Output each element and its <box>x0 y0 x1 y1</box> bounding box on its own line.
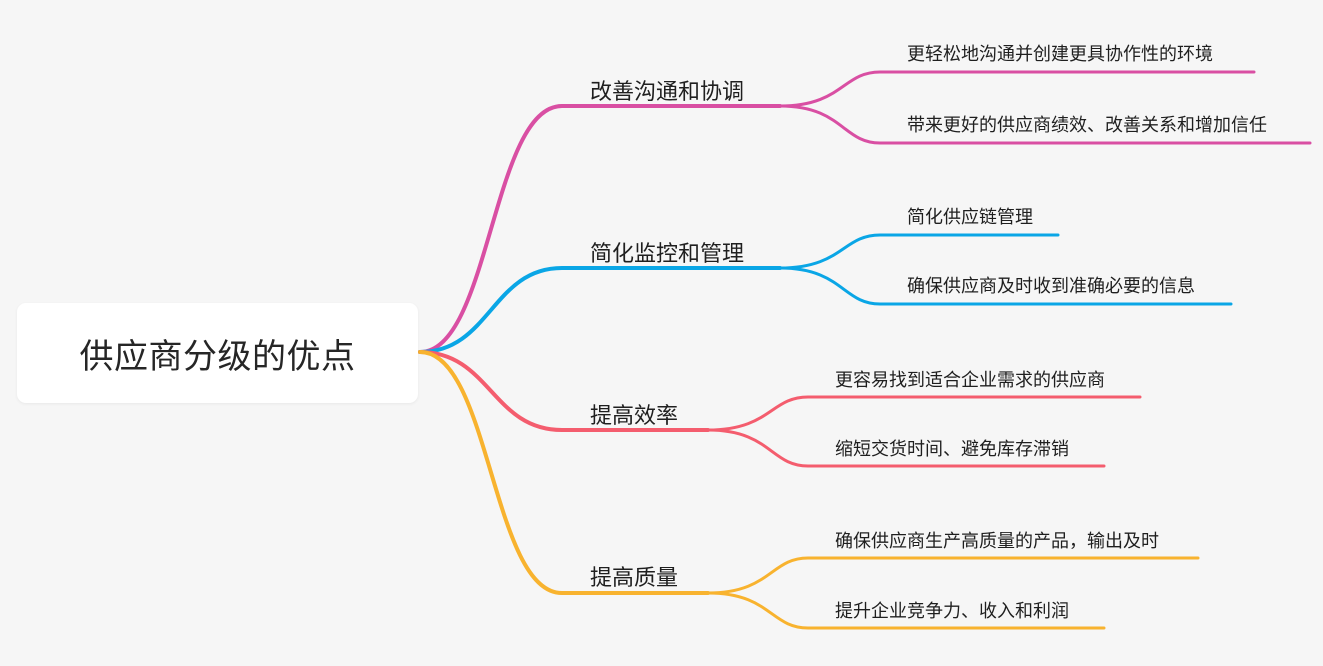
leaf-connector <box>778 266 1233 306</box>
leaf-node-label[interactable]: 带来更好的供应商绩效、改善关系和增加信任 <box>907 115 1267 136</box>
leaf-node-label[interactable]: 确保供应商生产高质量的产品，输出及时 <box>835 531 1159 552</box>
branch-connector <box>418 266 782 354</box>
branch-node-label[interactable]: 改善沟通和协调 <box>590 80 745 105</box>
branch-node-label[interactable]: 提高质量 <box>590 566 679 591</box>
leaf-node-label[interactable]: 简化供应链管理 <box>907 207 1033 228</box>
leaf-connector <box>778 233 1060 270</box>
leaf-node-label[interactable]: 更轻松地沟通并创建更具协作性的环境 <box>907 44 1213 65</box>
leaf-connector <box>706 556 1200 595</box>
leaf-connector <box>778 70 1256 108</box>
leaf-node-label[interactable]: 更容易找到适合企业需求的供应商 <box>835 370 1105 391</box>
branch-connector <box>418 350 710 432</box>
leaf-connector <box>706 395 1142 432</box>
leaf-connector <box>778 104 1312 145</box>
leaf-node-label[interactable]: 缩短交货时间、避免库存滞销 <box>835 439 1069 460</box>
leaf-node-label[interactable]: 提升企业竞争力、收入和利润 <box>835 601 1069 622</box>
branch-node-label[interactable]: 简化监控和管理 <box>590 242 745 267</box>
branch-node-label[interactable]: 提高效率 <box>590 404 679 429</box>
root-node-label: 供应商分级的优点 <box>79 336 356 377</box>
leaf-node-label[interactable]: 确保供应商及时收到准确必要的信息 <box>907 276 1195 297</box>
branch-connector <box>418 350 710 595</box>
leaf-connector <box>706 591 1106 630</box>
leaf-connector <box>706 428 1106 468</box>
branch-connector <box>418 104 782 354</box>
root-node[interactable]: 供应商分级的优点 <box>17 303 418 403</box>
